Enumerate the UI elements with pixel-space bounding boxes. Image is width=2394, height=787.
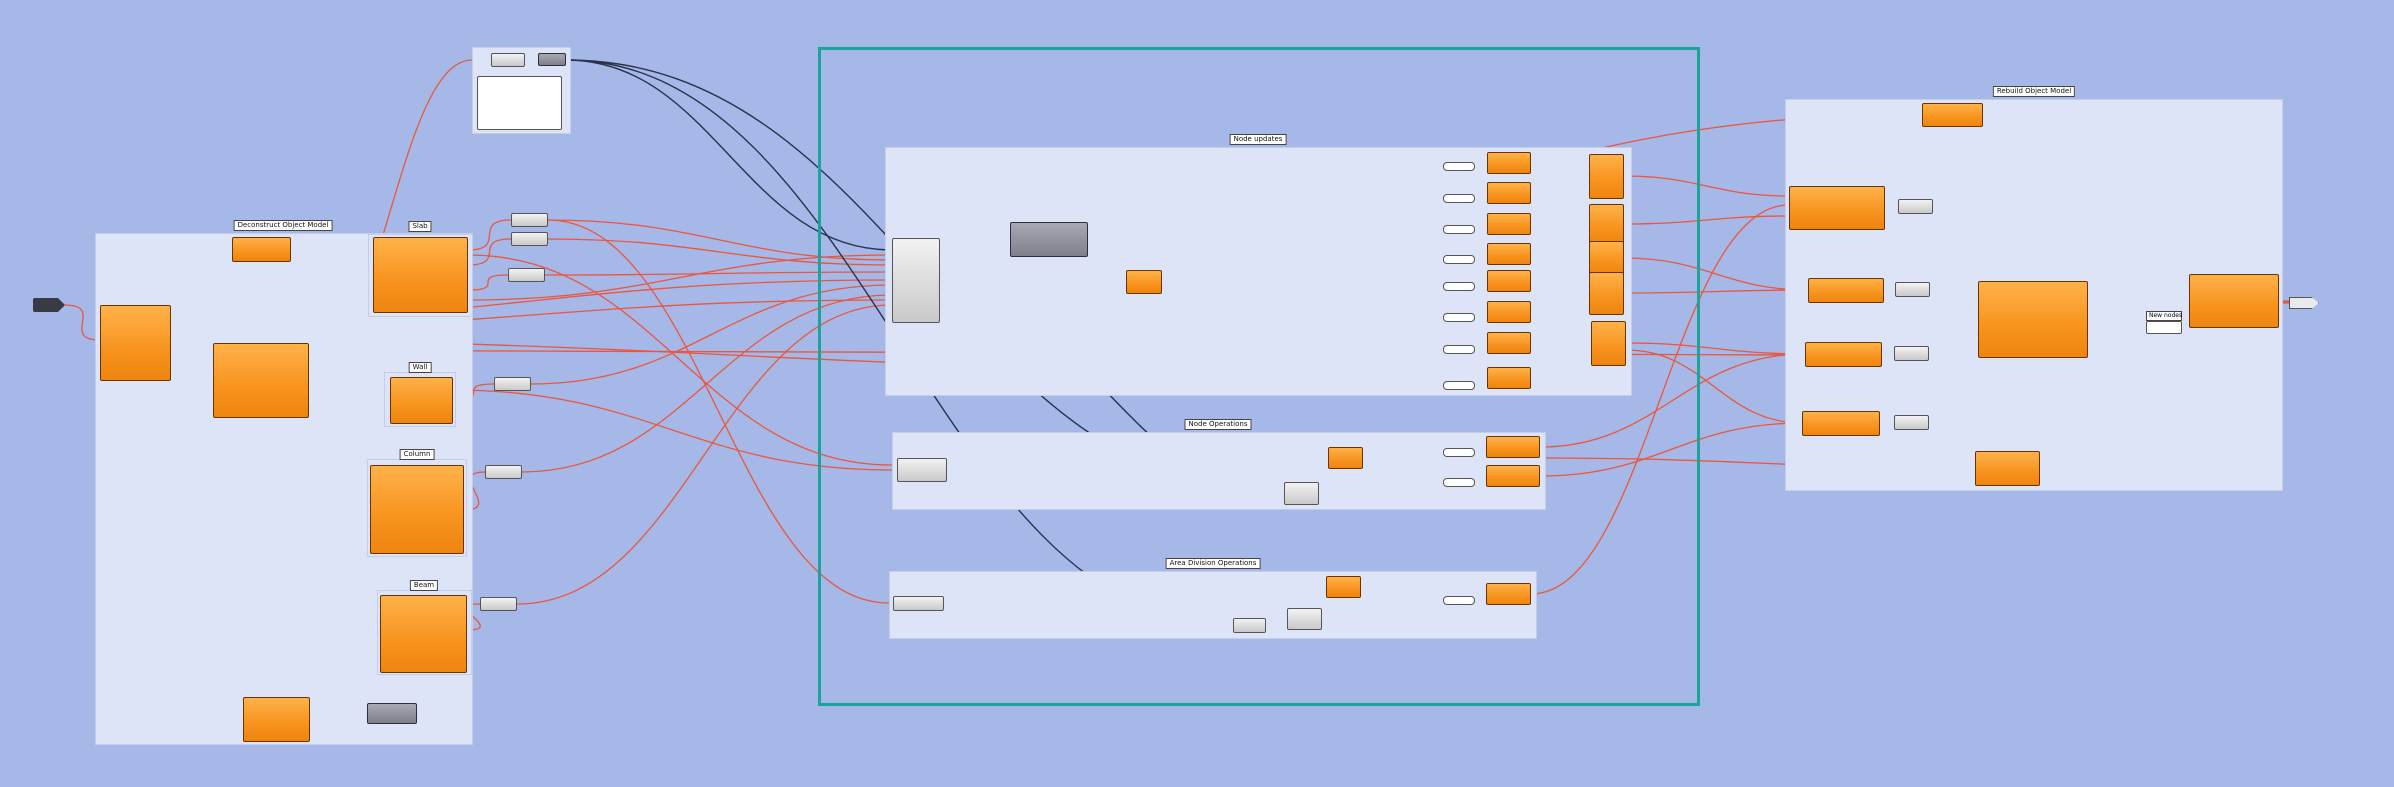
rebuild-param-4[interactable] <box>1894 415 1929 430</box>
param-column[interactable] <box>485 465 522 479</box>
rebuild-top-component[interactable] <box>1922 103 1983 127</box>
node-ops-component[interactable] <box>1328 447 1363 469</box>
slider-8[interactable] <box>1443 381 1475 390</box>
new-nodes-panel[interactable] <box>2146 321 2182 334</box>
node-ops-param-2[interactable] <box>1284 482 1319 505</box>
update-op-7[interactable] <box>1487 332 1531 354</box>
update-op-3[interactable] <box>1487 213 1531 235</box>
rebuild-param-1[interactable] <box>1898 199 1933 214</box>
dark-param-bottom[interactable] <box>367 703 417 724</box>
beam-component[interactable] <box>380 595 467 673</box>
group-label-wall: Wall <box>408 362 432 373</box>
output-arrow-icon[interactable] <box>2289 297 2319 309</box>
group-label-node-updates: Node updates <box>1229 134 1287 145</box>
param-slab-1[interactable] <box>511 213 548 227</box>
column-component[interactable] <box>370 465 464 554</box>
input-hexagon-icon[interactable] <box>33 298 65 312</box>
slider-3[interactable] <box>1443 225 1475 234</box>
group-area-division[interactable] <box>889 571 1537 639</box>
merge-op-2[interactable] <box>1589 204 1624 244</box>
param-beam[interactable] <box>480 597 517 611</box>
node-ops-slider-1[interactable] <box>1443 448 1475 457</box>
node-update-component[interactable] <box>1126 270 1162 294</box>
cluster-component[interactable] <box>1010 222 1088 257</box>
slider-2[interactable] <box>1443 194 1475 203</box>
new-nodes-note: New nodes <box>2146 311 2182 321</box>
param-input-b[interactable] <box>538 53 566 66</box>
rebuild-param-2[interactable] <box>1895 282 1930 297</box>
update-op-1[interactable] <box>1487 152 1531 174</box>
group-label-rebuild: Rebuild Object Model <box>1992 86 2076 97</box>
wire <box>467 238 512 266</box>
node-ops-param[interactable] <box>897 458 947 482</box>
group-label-area-division: Area Division Operations <box>1165 558 1261 569</box>
rebuild-beam-component[interactable] <box>1802 411 1880 436</box>
slider-6[interactable] <box>1443 313 1475 322</box>
node-ops-out-1[interactable] <box>1486 436 1540 458</box>
rebuild-assemble-component[interactable] <box>1978 281 2088 358</box>
wire <box>467 274 509 291</box>
rebuild-column-component[interactable] <box>1805 342 1882 367</box>
deconstruct-component[interactable] <box>100 305 171 381</box>
explode-component[interactable] <box>213 343 309 418</box>
area-div-slider[interactable] <box>1443 596 1475 605</box>
rebuild-wall-component[interactable] <box>1808 278 1884 303</box>
area-div-param-2[interactable] <box>1287 608 1322 630</box>
group-label-slab: Slab <box>408 221 432 232</box>
node-ops-out-2[interactable] <box>1486 465 1540 487</box>
slider-4[interactable] <box>1443 255 1475 264</box>
slider-1[interactable] <box>1443 162 1475 171</box>
param-wall[interactable] <box>494 377 531 391</box>
param-input-a[interactable] <box>491 53 525 67</box>
area-div-param-3[interactable] <box>1233 618 1266 633</box>
node-ops-slider-2[interactable] <box>1443 478 1475 487</box>
update-op-2[interactable] <box>1487 182 1531 204</box>
slider-5[interactable] <box>1443 282 1475 291</box>
param-slab-2[interactable] <box>511 232 548 246</box>
update-op-6[interactable] <box>1487 301 1531 323</box>
filter-component[interactable] <box>232 237 291 262</box>
group-node-operations[interactable] <box>892 432 1546 510</box>
wire <box>467 219 512 251</box>
node-list-param[interactable] <box>892 238 940 323</box>
slider-7[interactable] <box>1443 345 1475 354</box>
merge-op-4[interactable] <box>1589 272 1624 315</box>
area-div-param[interactable] <box>893 596 944 611</box>
wall-component[interactable] <box>390 377 453 424</box>
selection-box[interactable] <box>818 47 1700 706</box>
group-label-node-operations: Node Operations <box>1184 419 1252 430</box>
rebuild-param-3[interactable] <box>1894 346 1929 361</box>
param-slab-3[interactable] <box>508 268 545 282</box>
update-op-8[interactable] <box>1487 367 1531 389</box>
merge-op-1[interactable] <box>1589 154 1624 199</box>
merge-component[interactable] <box>243 697 310 742</box>
group-label-deconstruct: Deconstruct Object Model <box>233 220 333 231</box>
update-op-5[interactable] <box>1487 270 1531 292</box>
rebuild-nodes-component[interactable] <box>1975 451 2040 486</box>
merge-op-5[interactable] <box>1591 321 1626 366</box>
area-div-out[interactable] <box>1486 583 1531 605</box>
text-panel[interactable] <box>477 76 562 130</box>
group-label-beam: Beam <box>409 580 439 591</box>
update-op-4[interactable] <box>1487 243 1531 265</box>
area-div-component[interactable] <box>1326 576 1361 598</box>
merge-op-3[interactable] <box>1589 241 1624 275</box>
rebuild-output-component[interactable] <box>2189 274 2279 328</box>
rebuild-slab-component[interactable] <box>1789 186 1885 230</box>
slab-component[interactable] <box>373 237 468 313</box>
group-label-column: Column <box>399 449 435 460</box>
